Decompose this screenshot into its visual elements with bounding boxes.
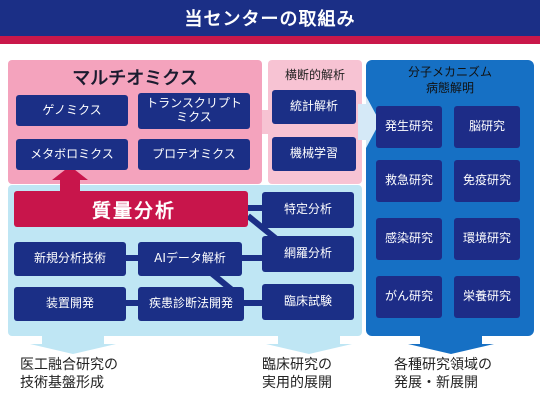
caption-middle: 臨床研究の 実用的展開	[262, 356, 382, 392]
environment-research-box: 環境研究	[454, 218, 520, 260]
development-research-box: 発生研究	[376, 106, 442, 148]
emergency-research-box: 救急研究	[376, 160, 442, 202]
caption-left-line1: 医工融合研究の	[20, 357, 118, 373]
caption-right-line2: 発展・新展開	[394, 375, 478, 392]
brain-research-box: 脳研究	[454, 106, 520, 148]
diagnosis-development-box: 疾患診断法開発	[138, 287, 244, 321]
clinical-trial-box: 臨床試験	[262, 284, 354, 320]
genomics-box: ゲノミクス	[16, 95, 128, 126]
arrow-down-middle	[266, 336, 352, 354]
mechanism-title: 分子メカニズム 病態解明	[366, 64, 534, 98]
device-development-box: 装置開発	[14, 287, 126, 321]
ai-analysis-box: AIデータ解析	[138, 242, 242, 276]
mechanism-title-line1: 分子メカニズム	[407, 65, 492, 79]
multiomics-title: マルチオミクス	[72, 68, 198, 89]
page-title: 当センターの取組み	[0, 0, 540, 36]
arrow-analysis-to-mechanism	[358, 96, 380, 148]
transcriptomics-box: トランスクリプトミクス	[138, 93, 250, 129]
new-technique-box: 新規分析技術	[14, 242, 126, 276]
immunity-research-box: 免疫研究	[454, 160, 520, 202]
title-underline	[0, 36, 540, 44]
proteomics-box: プロテオミクス	[138, 139, 250, 170]
arrow-down-right	[408, 336, 494, 354]
arrow-massspec-up	[52, 166, 88, 192]
targeted-analysis-box: 特定分析	[262, 192, 354, 228]
caption-middle-line2: 実用的展開	[262, 375, 332, 392]
caption-right: 各種研究領域の 発展・新展開	[394, 356, 534, 392]
comprehensive-analysis-box: 網羅分析	[262, 236, 354, 272]
caption-middle-line1: 臨床研究の	[262, 357, 332, 373]
caption-left-line2: 技術基盤形成	[20, 375, 104, 392]
statistics-box: 統計解析	[272, 90, 356, 124]
machine-learning-box: 機械学習	[272, 137, 356, 171]
analysis-title: 横断的解析	[284, 67, 345, 82]
mechanism-title-line2: 病態解明	[425, 81, 474, 96]
infection-research-box: 感染研究	[376, 218, 442, 260]
arrow-down-left	[30, 336, 116, 354]
caption-right-line1: 各種研究領域の	[394, 357, 492, 373]
nutrition-research-box: 栄養研究	[454, 276, 520, 318]
metabolomics-box: メタボロミクス	[16, 139, 128, 170]
caption-left: 医工融合研究の 技術基盤形成	[20, 356, 200, 392]
mass-spec-title: 質量分析	[14, 191, 248, 227]
cancer-research-box: がん研究	[376, 276, 442, 318]
